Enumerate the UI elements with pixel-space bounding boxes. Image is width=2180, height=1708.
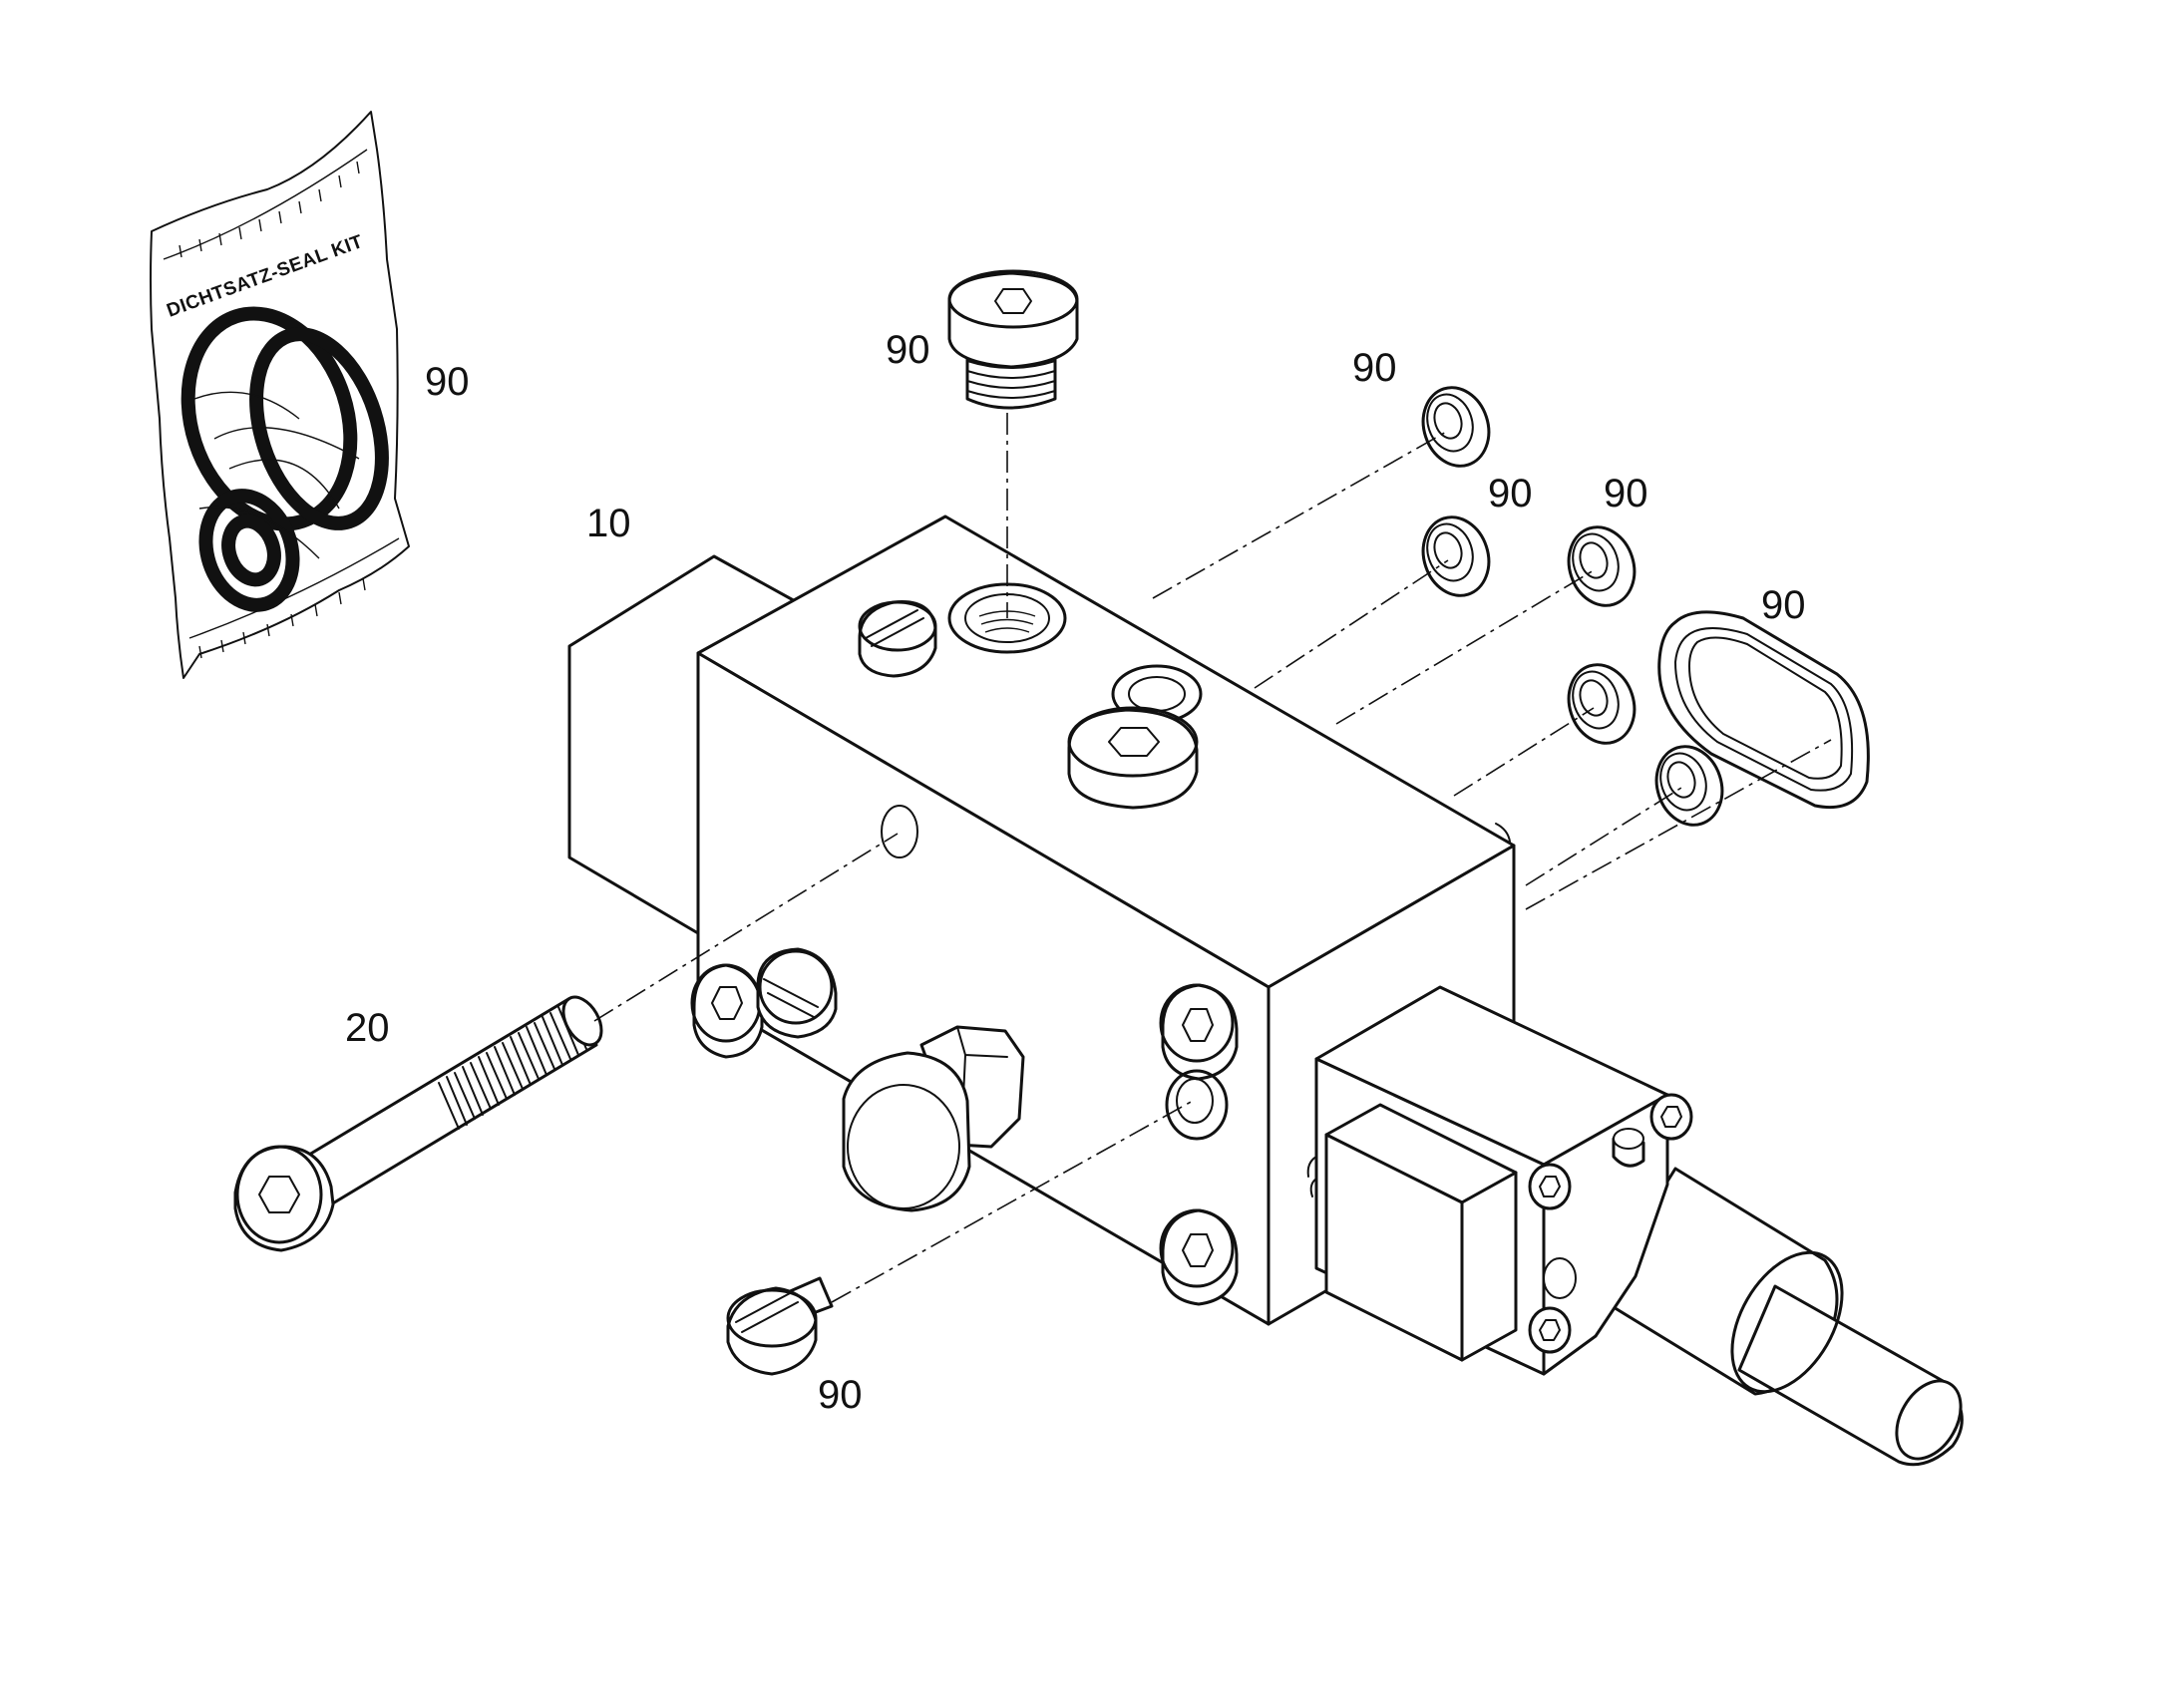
washer-lower-right: [1567, 663, 1636, 745]
slotted-plug-top: [858, 600, 937, 678]
coil-pin: [1612, 1128, 1645, 1168]
socket-screw-front-left: [690, 963, 764, 1059]
washer-bottom-right: [1654, 745, 1724, 827]
socket-screw-front-right-lower: [1159, 1208, 1239, 1306]
cap-screw: [233, 995, 603, 1252]
callout-seal-kit: 90: [425, 360, 470, 404]
plunger-rod: [1737, 1284, 1964, 1467]
oval-seal: [1657, 610, 1870, 810]
small-slotted-screw: [726, 1276, 834, 1376]
washer-top: [1421, 386, 1491, 468]
callout-ring-mid-left: 90: [1488, 472, 1533, 515]
connector-plug-side: [1460, 1171, 1518, 1362]
small-port-front: [1165, 1069, 1229, 1141]
callout-small-screw: 90: [818, 1373, 863, 1417]
assembly-lines: [593, 413, 1832, 1303]
callout-cap-screw: 20: [345, 1006, 390, 1050]
seal-kit-bag: DICHTSATZ-SEAL KIT: [150, 111, 410, 679]
socket-screw-front-right-upper: [1159, 983, 1239, 1081]
o-rings-in-bag: [181, 306, 389, 612]
bag-creases: [193, 391, 360, 559]
callout-oval-seal: 90: [1761, 583, 1806, 627]
coil-screw-top-right: [1649, 1093, 1693, 1141]
top-hex-plug-exploded: [947, 269, 1079, 410]
cap-screw-thread: [438, 1002, 587, 1130]
bag-top-ticks: [179, 161, 360, 258]
callout-ring-mid-right: 90: [1604, 472, 1648, 515]
top-hex-plug: [1067, 706, 1199, 810]
coil-pin-lower: [1543, 1257, 1577, 1299]
washer-mid-right: [1567, 525, 1636, 607]
callout-ring-top: 90: [1352, 346, 1397, 390]
front-face-hole: [881, 805, 918, 858]
slotted-plug-front-left: [756, 947, 838, 1039]
washer-mid-left: [1421, 515, 1491, 597]
bag-bottom-ticks: [198, 577, 366, 659]
solenoid-assembly: [1306, 985, 1964, 1467]
hex-cap-nut: [842, 1025, 1025, 1212]
callout-valve-body: 10: [586, 502, 631, 545]
coil-screw-middle: [1528, 1163, 1572, 1210]
callout-plug-top: 90: [886, 328, 930, 372]
coil-screw-bottom: [1528, 1306, 1572, 1354]
